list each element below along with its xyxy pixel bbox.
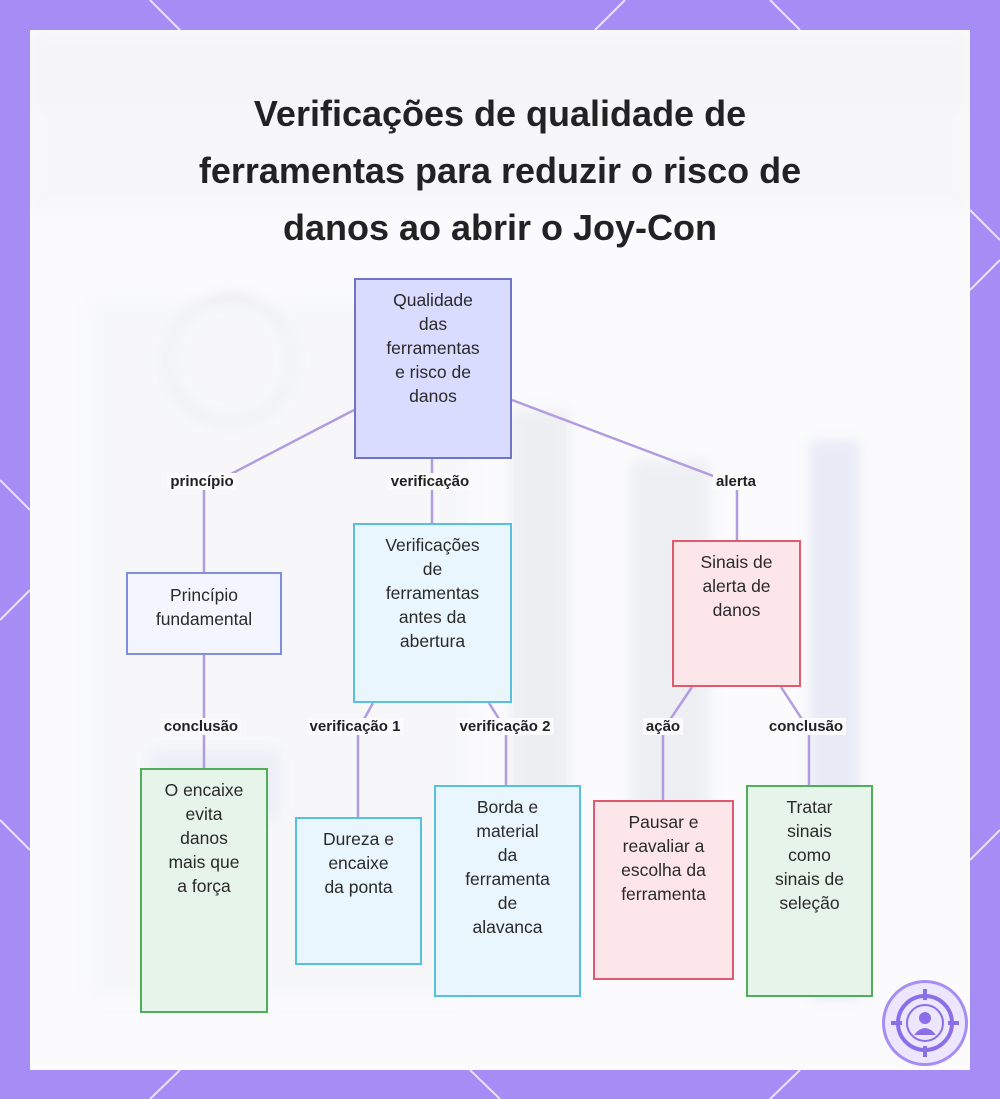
node-hardness: Dureza e encaixe da ponta bbox=[295, 817, 422, 965]
node-text: danos bbox=[409, 386, 457, 406]
node-text: Borda e bbox=[476, 797, 539, 817]
edge-label-conclusion-2: conclusão bbox=[765, 718, 847, 735]
target-person-icon bbox=[882, 980, 968, 1066]
node-text: Dureza e bbox=[322, 829, 394, 849]
node-text: da ponta bbox=[324, 877, 393, 897]
edge-warning-pause bbox=[661, 686, 694, 800]
node-text: ferramenta bbox=[621, 884, 706, 904]
logo-graphic bbox=[891, 989, 959, 1057]
edge-label-principle: princípio bbox=[167, 473, 237, 490]
node-fit: O encaixe evita danos mais que a força bbox=[140, 768, 268, 1013]
edge-label-action: ação bbox=[642, 718, 684, 735]
node-text: danos bbox=[712, 600, 761, 620]
node-text: sinais de bbox=[774, 869, 845, 889]
node-text: Qualidade bbox=[393, 290, 473, 310]
node-checks: Verificações de ferramentas antes da abe… bbox=[353, 523, 512, 703]
node-text: ferramenta bbox=[465, 869, 550, 889]
edge-checks-edge bbox=[487, 702, 508, 785]
node-text: Verificações bbox=[385, 535, 480, 555]
node-text: evita bbox=[185, 804, 223, 824]
node-text: O encaixe bbox=[164, 780, 244, 800]
node-pause: Pausar e reavaliar a escolha da ferramen… bbox=[593, 800, 734, 980]
node-text: encaixe bbox=[328, 853, 389, 873]
edge-label-check-1: verificação 1 bbox=[306, 718, 404, 735]
node-text: material bbox=[476, 821, 539, 841]
title-line: danos ao abrir o Joy-Con bbox=[282, 207, 718, 248]
node-text: mais que bbox=[168, 852, 240, 872]
node-text: a força bbox=[177, 876, 231, 896]
node-text: Sinais de bbox=[700, 552, 773, 572]
node-text: reavaliar a bbox=[622, 836, 705, 856]
node-treat: Tratar sinais como sinais de seleção bbox=[746, 785, 873, 997]
node-text: escolha da bbox=[621, 860, 706, 880]
node-text: antes da bbox=[398, 607, 467, 627]
edge-root-principle bbox=[202, 408, 355, 572]
node-text: Pausar e bbox=[628, 812, 699, 832]
node-text: ferramentas bbox=[385, 583, 480, 603]
node-text: alerta de bbox=[702, 576, 771, 596]
edge-label-check: verificação bbox=[387, 473, 473, 490]
node-text: e risco de bbox=[395, 362, 471, 382]
node-text: seleção bbox=[779, 893, 840, 913]
node-text: Tratar bbox=[786, 797, 833, 817]
node-text: Princípio bbox=[169, 585, 239, 605]
node-text: abertura bbox=[399, 631, 466, 651]
title-line: ferramentas para reduzir o risco de bbox=[198, 150, 802, 191]
node-root: Qualidade das ferramentas e risco de dan… bbox=[354, 278, 512, 459]
node-text: de bbox=[497, 893, 518, 913]
node-text: como bbox=[788, 845, 831, 865]
title-line: Verificações de qualidade de bbox=[253, 93, 747, 134]
node-text: ferramentas bbox=[386, 338, 480, 358]
edge-label-conclusion: conclusão bbox=[160, 718, 242, 735]
node-text: da bbox=[497, 845, 518, 865]
node-edge-material: Borda e material da ferramenta de alavan… bbox=[434, 785, 581, 997]
edge-label-alert: alerta bbox=[712, 473, 760, 490]
edge-root-warning bbox=[511, 398, 739, 540]
node-text: danos bbox=[180, 828, 228, 848]
node-text: de bbox=[422, 559, 443, 579]
diagram-title: Verificações de qualidade de ferramentas… bbox=[30, 85, 970, 256]
node-text: das bbox=[418, 314, 448, 334]
node-text: alavanca bbox=[472, 917, 543, 937]
node-text: sinais bbox=[787, 821, 832, 841]
edge-warning-treat bbox=[779, 686, 811, 785]
node-warning: Sinais de alerta de danos bbox=[672, 540, 801, 687]
node-text: fundamental bbox=[155, 609, 253, 629]
diagram-card: Verificações de qualidade de ferramentas… bbox=[30, 30, 970, 1070]
node-principle: Princípio fundamental bbox=[126, 572, 282, 655]
edge-label-check-2: verificação 2 bbox=[456, 718, 554, 735]
